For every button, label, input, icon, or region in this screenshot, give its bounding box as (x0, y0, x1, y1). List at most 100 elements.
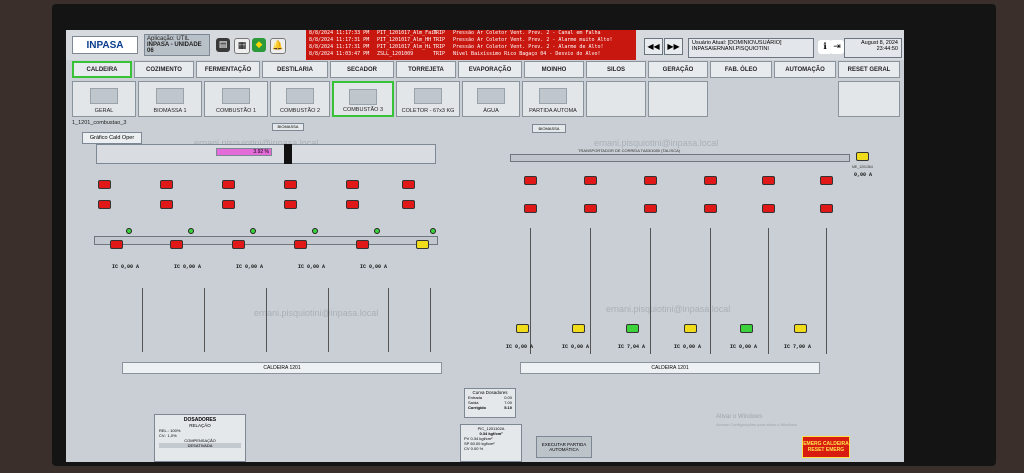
executar-partida-button[interactable]: EXECUTAR PARTIDA AUTOMÁTICA (536, 436, 592, 458)
screw-motor[interactable] (170, 240, 183, 249)
logout-icon[interactable]: ⇥ (830, 40, 844, 54)
subtab-blank-1[interactable] (586, 81, 646, 117)
subtab-blank-3[interactable] (838, 81, 900, 117)
subtab-agua[interactable]: ÁGUA (462, 81, 520, 117)
motor-right-tag: ME_1201364 (852, 165, 873, 169)
tab-automacao[interactable]: AUTOMAÇÃO (774, 61, 836, 78)
subtab-coletor[interactable]: COLETOR - 67x3 KG (396, 81, 460, 117)
document-icon[interactable]: ▦ (234, 38, 250, 54)
brazil-flag-icon[interactable]: ◆ (252, 38, 266, 52)
curva-panel: Curva Dosadores Entrada 0.00 Saída 7.00 … (464, 388, 516, 418)
feeder-motor[interactable] (160, 180, 173, 189)
feeder-motor[interactable] (160, 200, 173, 209)
scada-screen: INPASA Aplicação: UTIL INPASA - UNIDADE … (66, 30, 904, 462)
subtab-biomassa-1[interactable]: BIOMASSA 1 (138, 81, 202, 117)
feeder-motor[interactable] (98, 200, 111, 209)
tab-cozimento[interactable]: COZIMENTO (134, 61, 194, 78)
subtab-geral[interactable]: GERAL (72, 81, 136, 117)
tab-secador[interactable]: SECADOR (330, 61, 394, 78)
dosing-motor[interactable] (794, 324, 807, 333)
feeder-motor[interactable] (584, 204, 597, 213)
screw-motor[interactable] (110, 240, 123, 249)
time-text: 23:44:50 (876, 46, 898, 52)
feeder-motor[interactable] (524, 176, 537, 185)
screw-motor[interactable] (232, 240, 245, 249)
emergency-reset-button[interactable]: EMERG CALDEIRA RESET EMERG (802, 436, 850, 458)
pic-panel[interactable]: PIC_1201102A 0.34 kgf/cm² PV 0.34 kgf/cm… (460, 424, 522, 462)
dosing-motor[interactable] (626, 324, 639, 333)
feeder-motor[interactable] (762, 176, 775, 185)
current-reading: IC 0,00 A (112, 264, 140, 270)
main-tabs: CALDEIRA COZIMENTO FERMENTAÇÃO DESTILARI… (66, 60, 904, 80)
tab-evaporacao[interactable]: EVAPORAÇÃO (458, 61, 522, 78)
compensacao-state[interactable]: DESATIVADA (159, 443, 241, 448)
tab-geracao[interactable]: GERAÇÃO (648, 61, 708, 78)
partida-icon (539, 88, 567, 104)
fast-forward-button[interactable]: ▶▶ (664, 38, 683, 55)
subtab-partida-auto[interactable]: PARTIDA AUTOMA (522, 81, 584, 117)
dosing-motor[interactable] (572, 324, 585, 333)
feeder-motor[interactable] (222, 200, 235, 209)
tab-reset-geral[interactable]: RESET GERAL (838, 61, 900, 78)
clipboard-icon[interactable]: ▤ (216, 38, 230, 52)
curva-entrada: Entrada 0.00 (468, 395, 512, 400)
biomassa-icon (156, 88, 184, 104)
feeder-motor[interactable] (704, 204, 717, 213)
feeder-motor[interactable] (584, 176, 597, 185)
feeder-motor[interactable] (284, 200, 297, 209)
tab-destilaria[interactable]: DESTILARIA (262, 61, 328, 78)
feeder-motor[interactable] (524, 204, 537, 213)
drop-line (768, 228, 769, 354)
emerg-label: EMERG CALDEIRA (803, 441, 849, 447)
subtab-combustao-3[interactable]: COMBUSTÃO 3 (332, 81, 394, 117)
feeder-motor[interactable] (346, 180, 359, 189)
feeder-motor[interactable] (346, 200, 359, 209)
feeder-motor[interactable] (222, 180, 235, 189)
bell-icon[interactable]: 🔔 (270, 38, 286, 54)
motor-right-conveyor[interactable] (856, 152, 869, 161)
dosing-motor[interactable] (740, 324, 753, 333)
dosing-motor[interactable] (684, 324, 697, 333)
screw-motor[interactable] (294, 240, 307, 249)
drop-line (650, 228, 651, 354)
drop-line (142, 288, 143, 352)
status-indicator (250, 228, 256, 234)
status-indicator (430, 228, 436, 234)
user-name: INPASA\ERNANI.PISQUIOTINI (692, 46, 769, 52)
subtab-combustao-2[interactable]: COMBUSTÃO 2 (270, 81, 330, 117)
feeder-motor[interactable] (644, 176, 657, 185)
drop-line (530, 228, 531, 354)
feeder-motor[interactable] (402, 180, 415, 189)
feeder-motor[interactable] (98, 180, 111, 189)
tab-moinho[interactable]: MOINHO (524, 61, 584, 78)
grafico-button[interactable]: Gráfico Cald Oper (82, 132, 142, 144)
tab-fermentacao[interactable]: FERMENTAÇÃO (196, 61, 260, 78)
user-info-icon[interactable]: ℹ (818, 40, 832, 54)
dosing-motor[interactable] (516, 324, 529, 333)
tab-torrejeta[interactable]: TORREJETA (396, 61, 456, 78)
subtab-combustao-1[interactable]: COMBUSTÃO 1 (204, 81, 268, 117)
subtab-blank-2[interactable] (648, 81, 708, 117)
pic-value: 0.34 kgf/cm² (479, 431, 503, 436)
screw-motor[interactable] (356, 240, 369, 249)
feeder-motor[interactable] (762, 204, 775, 213)
feeder-motor[interactable] (402, 200, 415, 209)
tab-caldeira[interactable]: CALDEIRA (72, 61, 132, 78)
feeder-motor[interactable] (644, 204, 657, 213)
feeder-motor[interactable] (820, 204, 833, 213)
feeder-motor[interactable] (284, 180, 297, 189)
screw-motor[interactable] (416, 240, 429, 249)
rewind-button[interactable]: ◀◀ (644, 38, 663, 55)
watermark: ernani.pisquiotini@inpasa.local (194, 138, 319, 148)
hopper-divider (284, 144, 292, 164)
feeder-motor[interactable] (820, 176, 833, 185)
tab-silos[interactable]: SILOS (586, 61, 646, 78)
feeder-motor[interactable] (704, 176, 717, 185)
tab-fab-oleo[interactable]: FAB. ÓLEO (710, 61, 772, 78)
pic-cv: CV 0.00 % (464, 446, 484, 451)
